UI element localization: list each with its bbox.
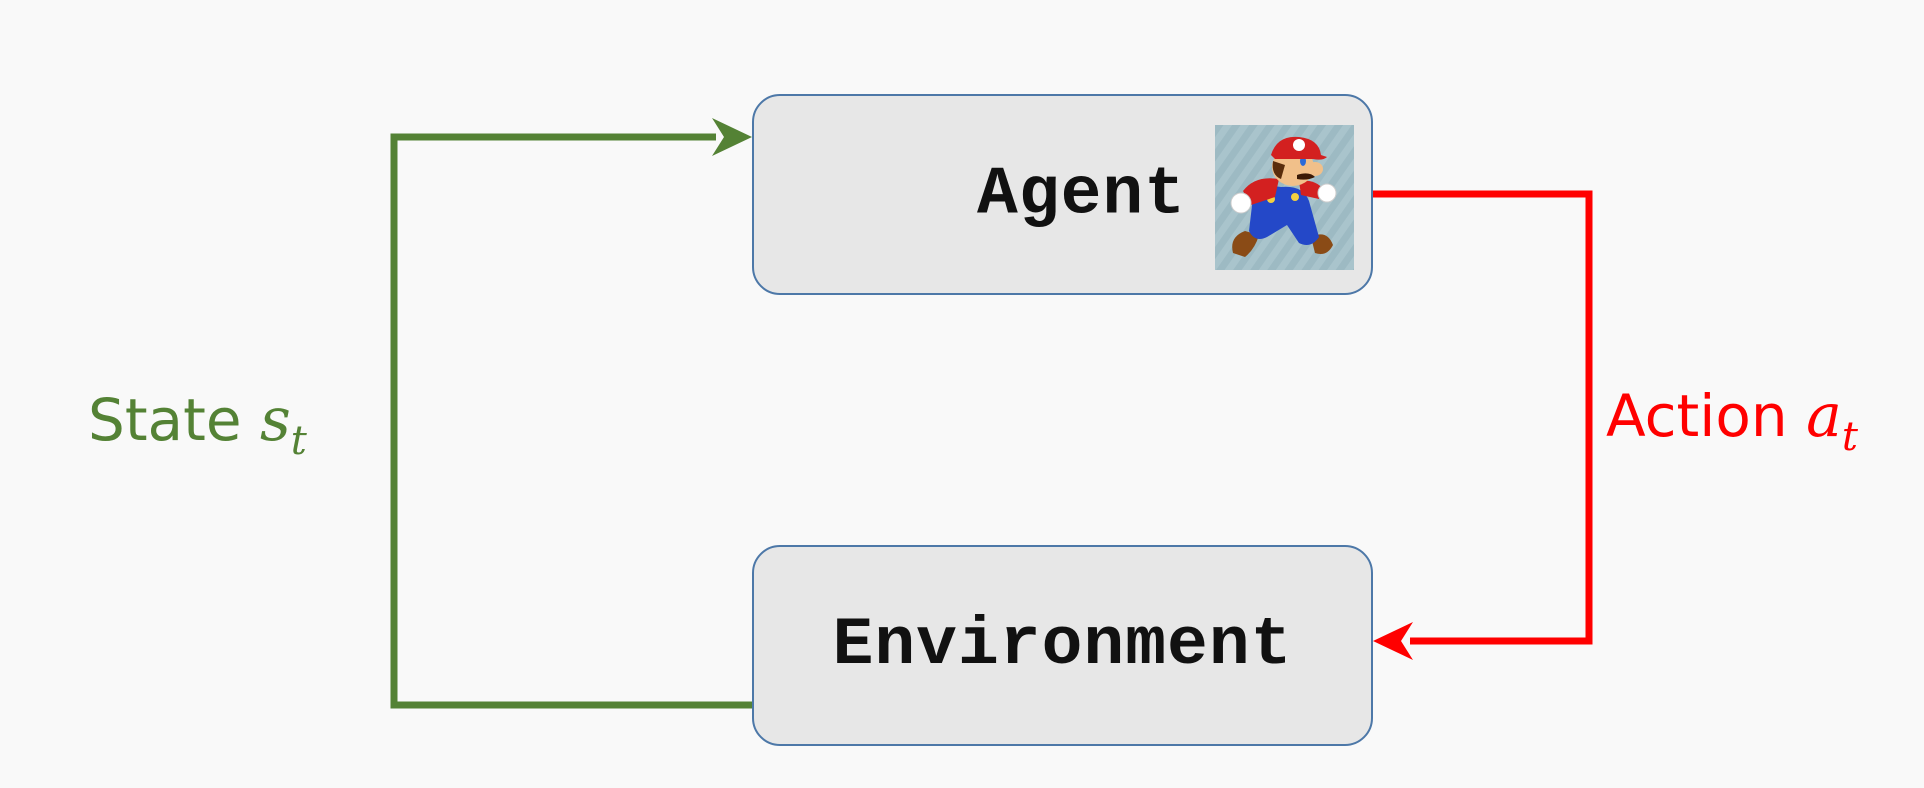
action-arrowhead	[1373, 622, 1413, 660]
state-label: State st	[88, 385, 307, 464]
action-label: Action at	[1606, 381, 1858, 460]
environment-box: Environment	[752, 545, 1373, 746]
environment-label: Environment	[832, 607, 1293, 684]
action-connector	[1373, 190, 1593, 645]
mario-running-icon	[1215, 125, 1354, 270]
agent-label: Agent	[976, 156, 1186, 233]
action-symbol: a	[1806, 381, 1842, 451]
action-subscript: t	[1841, 414, 1858, 460]
state-symbol: s	[259, 385, 291, 455]
state-connector	[390, 133, 752, 709]
state-subscript: t	[290, 418, 307, 464]
agent-box: Agent	[752, 94, 1373, 295]
state-arrowhead	[712, 118, 752, 156]
action-word: Action	[1606, 382, 1788, 450]
state-word: State	[88, 386, 242, 454]
